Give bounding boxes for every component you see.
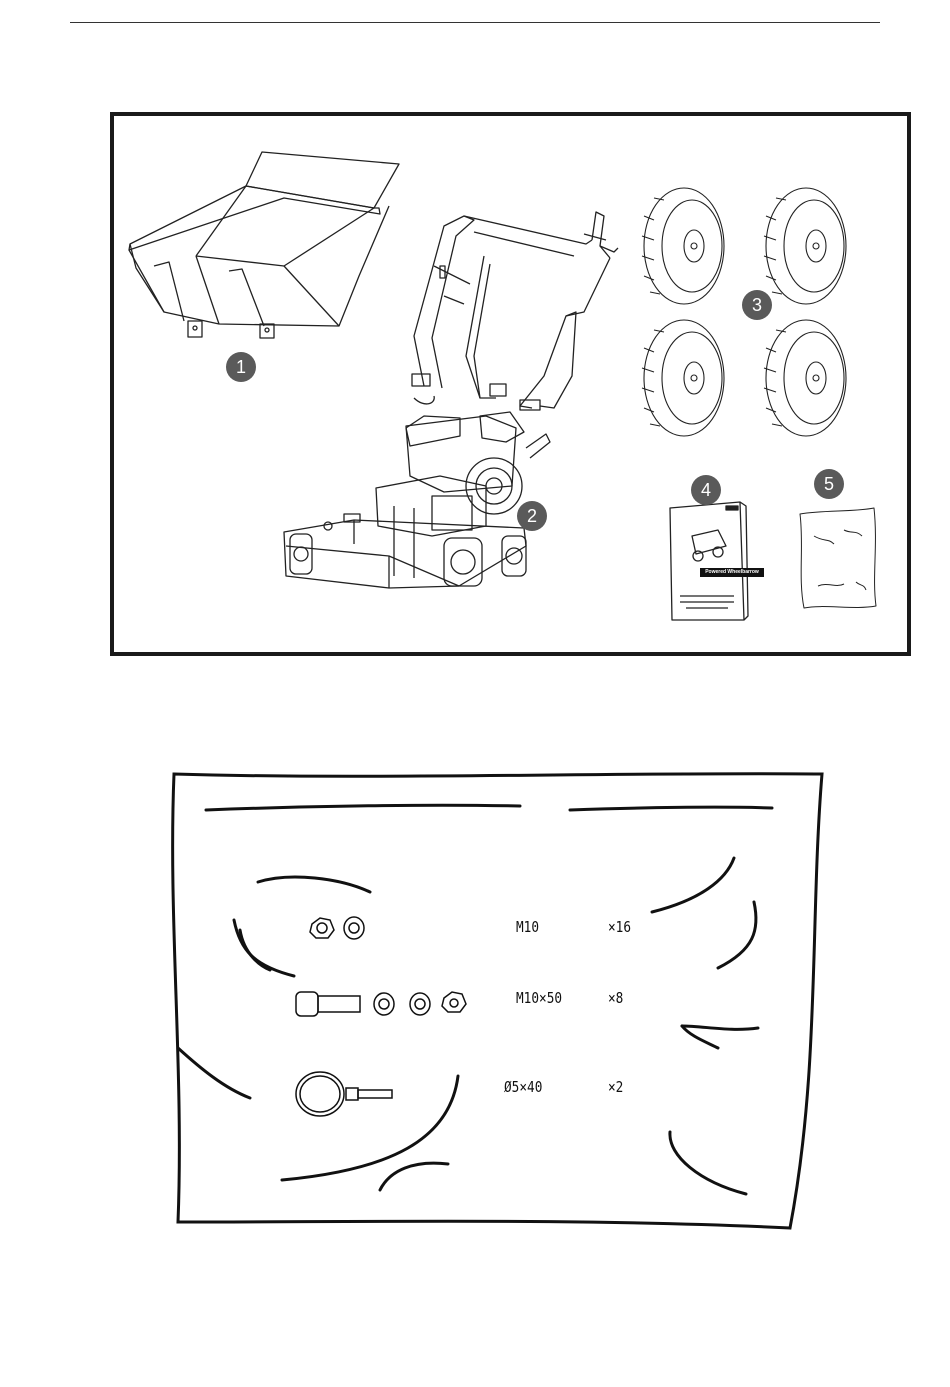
- part-badge-4: 4: [691, 475, 721, 505]
- parts-overview-box: 1 2 3 4 5 Powered Wheelbarrow: [110, 112, 911, 656]
- nut-washer-icon: [310, 917, 364, 939]
- part-badge-3: 3: [742, 290, 772, 320]
- manual-cover-title: Powered Wheelbarrow: [700, 568, 764, 577]
- hardware-spec-1: M10: [516, 918, 539, 936]
- hardware-qty-2: ×8: [608, 989, 623, 1007]
- hardware-spec-3: Ø5×40: [504, 1078, 542, 1096]
- engine-chassis-icon: [284, 412, 550, 588]
- hardware-bag-detail: M10 ×16 M10×50 ×8 Ø5×40 ×2: [170, 770, 830, 1230]
- hardware-bag-icon: [800, 508, 876, 608]
- manual-booklet-icon: [670, 502, 748, 620]
- bolt-washer-nut-icon: [296, 992, 466, 1016]
- handle-frame-icon: [412, 212, 618, 410]
- hardware-spec-2: M10×50: [516, 989, 562, 1007]
- hardware-qty-1: ×16: [608, 918, 631, 936]
- parts-illustration: [114, 116, 907, 652]
- part-badge-1: 1: [226, 352, 256, 382]
- hardware-bag-outline: [170, 770, 830, 1230]
- linch-pin-icon: [296, 1072, 392, 1116]
- header-rule: [70, 22, 880, 23]
- hardware-qty-3: ×2: [608, 1078, 623, 1096]
- part-badge-2: 2: [517, 501, 547, 531]
- dump-bucket-icon: [129, 152, 399, 338]
- part-badge-5: 5: [814, 469, 844, 499]
